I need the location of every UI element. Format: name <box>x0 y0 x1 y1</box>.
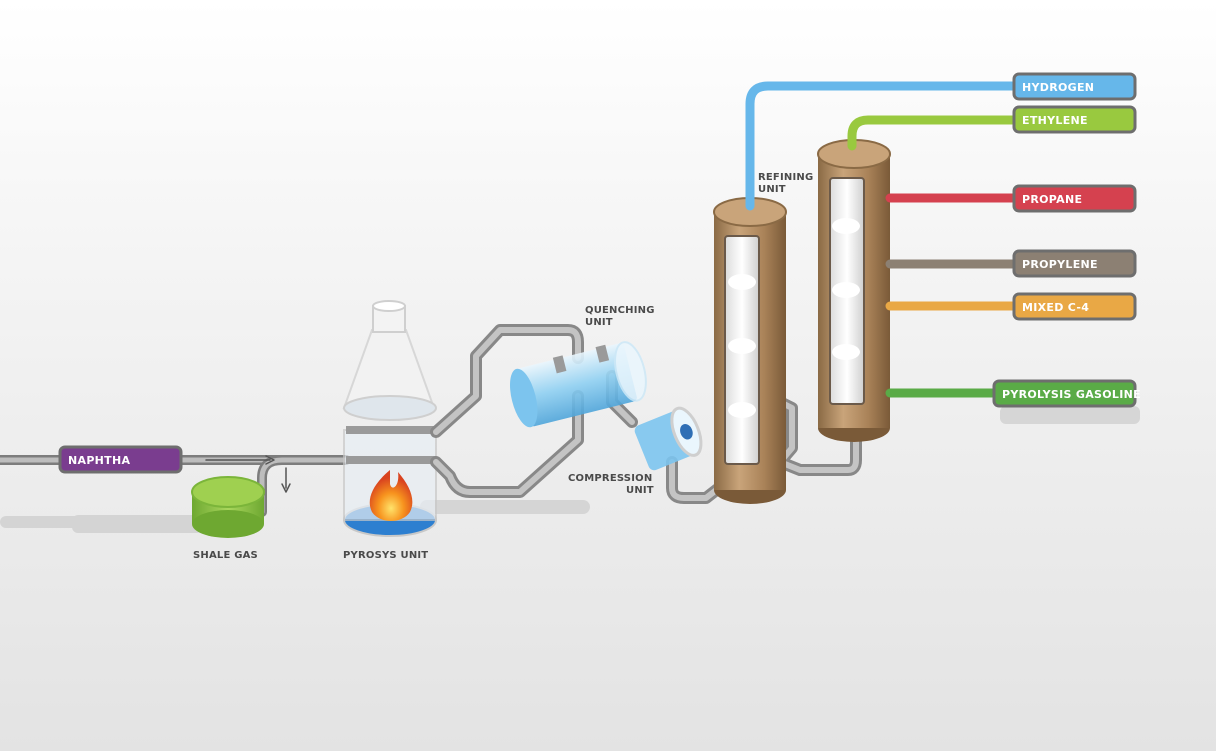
ethylene-line <box>847 115 1019 151</box>
naphtha-tag: NAPHTHA <box>58 445 183 474</box>
mixed-c-4-tag: MIXED C-4 <box>1012 292 1137 321</box>
ethylene-label: ETHYLENE <box>1022 114 1088 127</box>
compression-unit-label-line2: UNIT <box>626 485 654 496</box>
quenching-tank <box>510 341 647 428</box>
refining-unit-label-line1: REFINING <box>758 172 813 183</box>
propylene-tag-box <box>1012 249 1137 278</box>
hydrogen-line <box>745 81 1019 211</box>
refining-unit-label-line2: UNIT <box>758 184 786 195</box>
propane-label: PROPANE <box>1022 193 1082 206</box>
refining-tower-1 <box>713 197 787 504</box>
product-tags: HYDROGEN ETHYLENE PROPANE PROPYLENE MIXED C-… <box>992 72 1141 408</box>
ground-shadows <box>0 406 1140 533</box>
mixed-c-4-label: MIXED C-4 <box>1022 301 1089 314</box>
mixed-c-4-tag-box <box>1012 292 1137 321</box>
compression-unit-label-line1: COMPRESSION <box>568 473 652 484</box>
pyrolysis-gasoline-tag-box <box>992 379 1137 408</box>
refining-tower-2 <box>817 139 891 442</box>
pyrolysis-gasoline-tag: PYROLYSIS GASOLINE <box>992 379 1141 408</box>
hydrogen-label: HYDROGEN <box>1022 81 1094 94</box>
compression-unit <box>634 406 703 471</box>
shale-gas-label: SHALE GAS <box>193 550 258 561</box>
propylene-tag: PROPYLENE <box>1012 249 1137 278</box>
quenching-unit-label-line2: UNIT <box>585 317 613 328</box>
propane-tag-box <box>1012 184 1137 213</box>
hydrogen-tag: HYDROGEN <box>1012 72 1137 101</box>
product-lines <box>745 81 1019 398</box>
quenching-unit-label-line1: QUENCHING <box>585 305 655 316</box>
propane-tag: PROPANE <box>1012 184 1137 213</box>
propylene-label: PROPYLENE <box>1022 258 1098 271</box>
pyrolysis-furnace <box>342 300 437 537</box>
pyrolysis-unit-label: PYROSYS UNIT <box>343 550 428 561</box>
shale-gas-tank <box>191 476 265 538</box>
hydrogen-tag-box <box>1012 72 1137 101</box>
pyrolysis-gasoline-label: PYROLYSIS GASOLINE <box>1002 388 1141 401</box>
ethylene-tag: ETHYLENE <box>1012 105 1137 134</box>
naphtha-label: NAPHTHA <box>68 454 130 467</box>
ethylene-tag-box <box>1012 105 1137 134</box>
